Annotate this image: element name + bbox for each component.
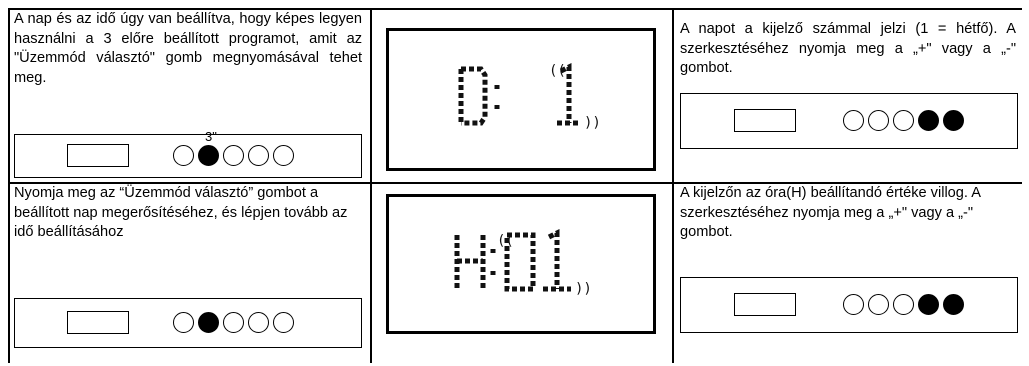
panel-button-5[interactable] — [273, 145, 294, 166]
lcd-hour-digits: (( )) — [454, 228, 592, 297]
instruction-table: A nap és az idő úgy van beállítva, hogy … — [8, 8, 1022, 363]
control-panel — [680, 277, 1018, 333]
table-border-left — [8, 8, 10, 363]
panel-button-1[interactable] — [173, 312, 194, 333]
signal-left-indicator: (( — [549, 63, 566, 79]
panel-button-5[interactable] — [273, 312, 294, 333]
panel-button-3[interactable] — [893, 110, 914, 131]
panel-button-2[interactable] — [198, 145, 219, 166]
column-divider — [672, 8, 674, 363]
column-divider — [370, 8, 372, 363]
panel-button-1[interactable] — [173, 145, 194, 166]
lcd-day-digits: (( )) — [458, 62, 601, 131]
control-panel — [680, 93, 1018, 149]
plus-button[interactable] — [918, 110, 939, 131]
panel-button-2[interactable] — [868, 294, 889, 315]
signal-left-indicator: (( — [497, 233, 514, 249]
panel-button-4[interactable] — [248, 145, 269, 166]
panel-button-1[interactable] — [843, 294, 864, 315]
panel-button-1[interactable] — [843, 110, 864, 131]
minus-button[interactable] — [943, 294, 964, 315]
row1-left-text: A nap és az idő úgy van beállítva, hogy … — [14, 11, 362, 86]
mode-selector-button[interactable] — [734, 109, 796, 132]
row2-left-text: Nyomja meg az “Üzemmód választó” gombot … — [14, 185, 348, 240]
panel-button-4[interactable] — [248, 312, 269, 333]
panel-button-2[interactable] — [868, 110, 889, 131]
press-duration-label: 3" — [205, 129, 217, 144]
plus-button[interactable] — [918, 294, 939, 315]
panel-button-3[interactable] — [223, 312, 244, 333]
row1-right-text: A napot a kijelző számmal jelzi (1 = hét… — [680, 21, 1016, 76]
table-border-top — [8, 8, 1022, 10]
panel-button-3[interactable] — [893, 294, 914, 315]
lcd-display-hour: (( )) — [386, 194, 656, 334]
control-panel — [14, 298, 362, 348]
minus-button[interactable] — [943, 110, 964, 131]
control-panel: 3" — [14, 130, 362, 178]
signal-right-indicator: )) — [584, 115, 601, 131]
signal-right-indicator: )) — [575, 281, 592, 297]
mode-selector-button[interactable] — [734, 293, 796, 316]
panel-button-3[interactable] — [223, 145, 244, 166]
mode-selector-button[interactable] — [67, 144, 129, 167]
row-divider — [8, 182, 1022, 184]
lcd-display-day: (( )) — [386, 28, 656, 171]
panel-button-2[interactable] — [198, 312, 219, 333]
row2-right-text: A kijelzőn az óra(H) beállítandó értéke … — [680, 185, 981, 240]
mode-selector-button[interactable] — [67, 311, 129, 334]
